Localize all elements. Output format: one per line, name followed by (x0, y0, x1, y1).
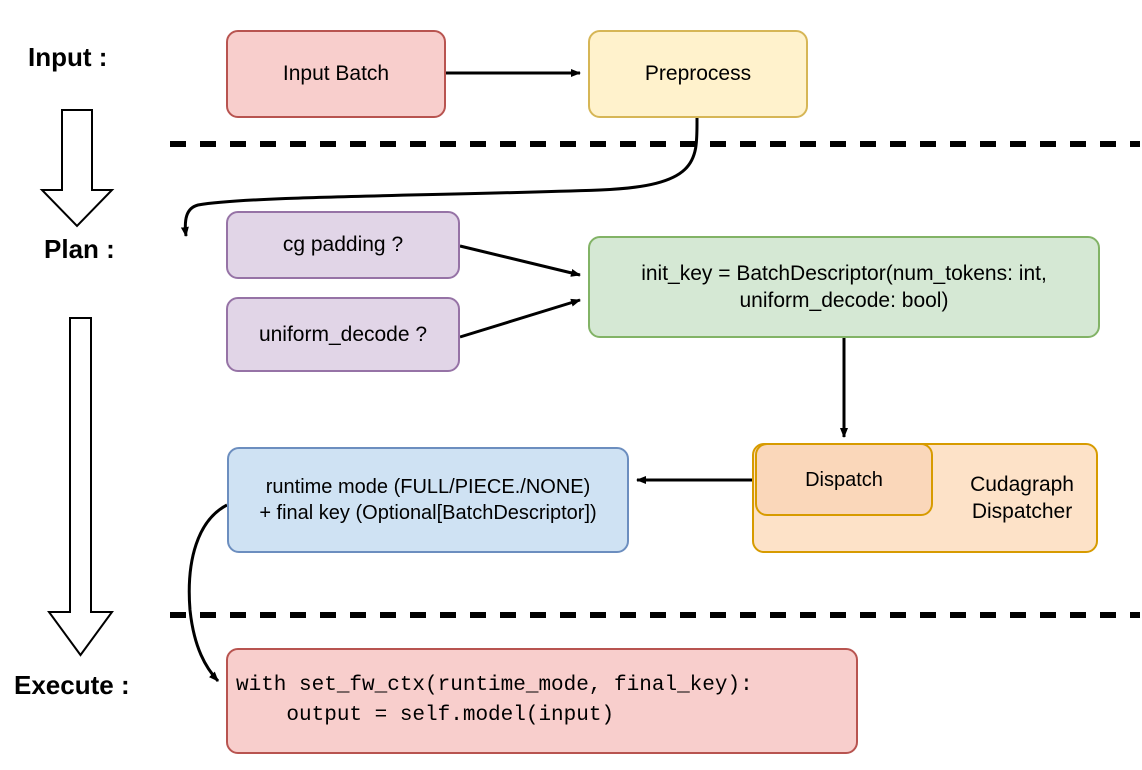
node-cg-padding-label: cg padding ? (282, 233, 404, 257)
node-cudagraph-dispatcher-label: Cudagraph Dispatcher (970, 472, 1074, 523)
stage-label-plan: Plan : (44, 234, 115, 264)
node-execute-code[interactable]: with set_fw_ctx(runtime_mode, final_key)… (226, 648, 858, 754)
node-preprocess-label: Preprocess (644, 62, 752, 86)
node-execute-code-label: with set_fw_ctx(runtime_mode, final_key)… (236, 673, 753, 727)
node-input-batch[interactable]: Input Batch (226, 30, 446, 118)
node-input-batch-label: Input Batch (282, 62, 390, 86)
edge-uniform-decode-to-init-key (459, 298, 581, 339)
node-dispatch[interactable]: Dispatch (755, 443, 933, 516)
node-init-key-label: init_key = BatchDescriptor(num_tokens: i… (641, 261, 1047, 312)
node-runtime-mode-label: runtime mode (FULL/PIECE./NONE) + final … (259, 476, 597, 524)
node-preprocess[interactable]: Preprocess (588, 30, 808, 118)
block-arrow-input-to-plan (39, 109, 115, 228)
stage-label-input: Input : (28, 42, 108, 72)
edge-runtime-mode-to-exec-code (187, 503, 228, 683)
block-arrow-plan-to-execute (47, 317, 114, 657)
node-dispatch-label: Dispatch (805, 468, 883, 491)
node-runtime-mode[interactable]: runtime mode (FULL/PIECE./NONE) + final … (227, 447, 629, 553)
edge-cg-padding-to-init-key (459, 244, 581, 277)
node-init-key[interactable]: init_key = BatchDescriptor(num_tokens: i… (588, 236, 1100, 338)
node-cg-padding[interactable]: cg padding ? (226, 211, 460, 279)
stage-label-execute: Execute : (14, 670, 130, 700)
node-uniform-decode-label: uniform_decode ? (258, 322, 428, 346)
node-uniform-decode[interactable]: uniform_decode ? (226, 297, 460, 372)
